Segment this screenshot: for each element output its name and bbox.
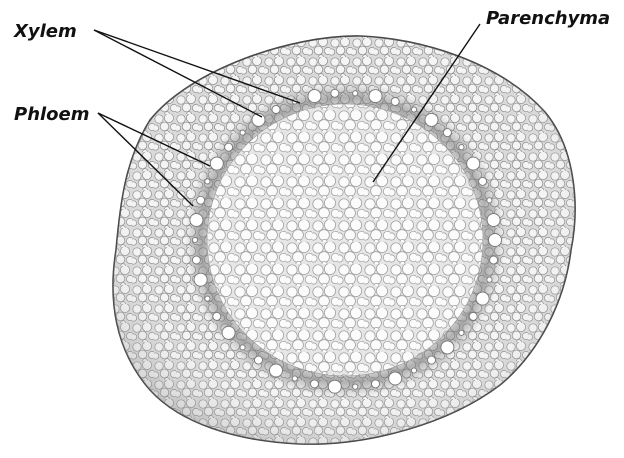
phloem-cell (353, 91, 358, 96)
phloem-cell (487, 198, 492, 203)
phloem-label: Phloem (14, 104, 90, 125)
xylem-vessel (210, 157, 223, 170)
xylem-vessel (369, 90, 382, 103)
xylem-vessel (194, 273, 207, 286)
xylem-vessel (425, 113, 438, 126)
xylem-label: Xylem (13, 21, 77, 42)
phloem-cell (205, 296, 210, 301)
xylem-vessel (389, 372, 402, 385)
phloem-cell (192, 256, 200, 264)
phloem-cell (372, 380, 380, 388)
phloem-cell (225, 143, 233, 151)
phloem-cell (197, 196, 205, 204)
xylem-vessel (476, 292, 489, 305)
phloem-cell (205, 179, 210, 184)
xylem-vessel (270, 364, 283, 377)
phloem-cell (272, 106, 280, 114)
phloem-cell (331, 89, 339, 97)
phloem-cell (353, 384, 358, 389)
phloem-cell (391, 98, 399, 106)
phloem-cell (479, 177, 487, 185)
xylem-vessel (489, 234, 502, 247)
xylem-vessel (190, 214, 203, 227)
phloem-cell (192, 237, 197, 242)
phloem-cell (240, 130, 245, 135)
parenchyma-label: Parenchyma (486, 8, 610, 29)
phloem-cell (240, 345, 245, 350)
xylem-vessel (487, 214, 500, 227)
phloem-cell (469, 312, 477, 320)
phloem-cell (428, 356, 436, 364)
phloem-cell (213, 312, 221, 320)
phloem-cell (459, 145, 464, 150)
phloem-cell (255, 356, 263, 364)
phloem-cell (487, 277, 492, 282)
xylem-vessel (222, 326, 235, 339)
phloem-cell (443, 129, 451, 137)
xylem-vessel (467, 157, 480, 170)
pith-parenchyma (207, 104, 483, 376)
phloem-cell (459, 330, 464, 335)
phloem-cell (292, 376, 297, 381)
xylem-vessel (308, 90, 321, 103)
phloem-cell (311, 380, 319, 388)
xylem-vessel (328, 380, 341, 393)
phloem-cell (411, 107, 416, 112)
phloem-cell (411, 368, 416, 373)
xylem-vessel (441, 341, 454, 354)
phloem-cell (490, 256, 498, 264)
